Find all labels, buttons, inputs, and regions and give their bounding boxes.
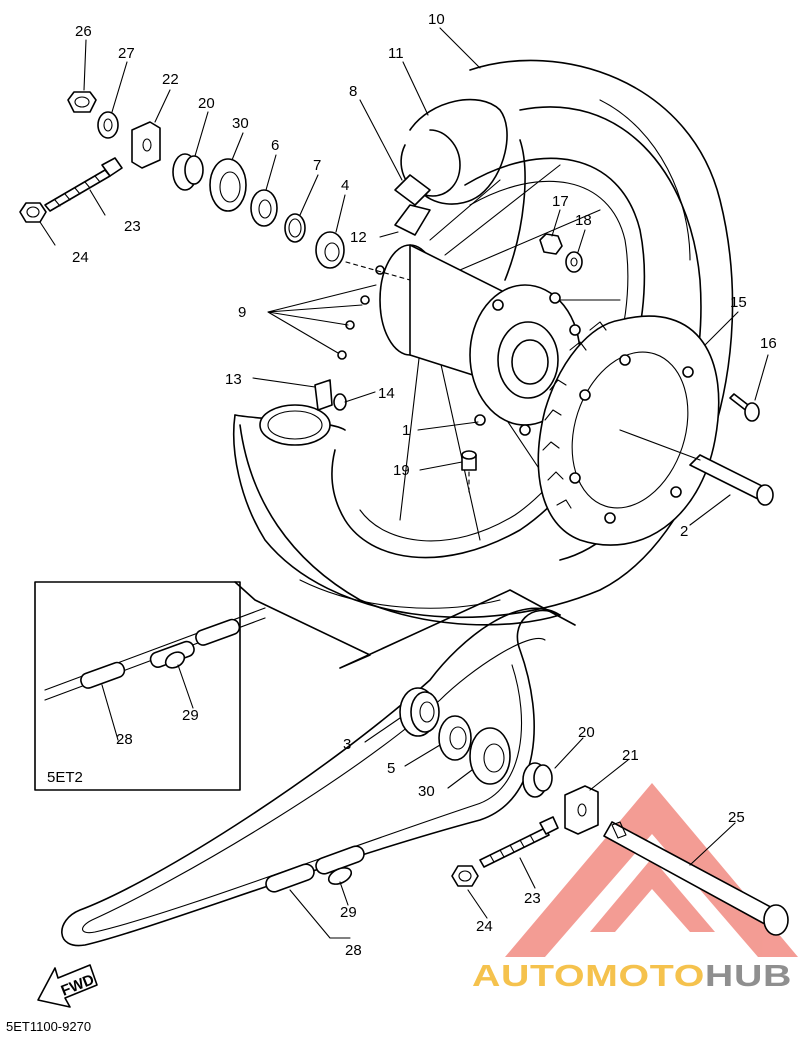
part-label-4: 4 (341, 177, 349, 194)
part-label-24: 24 (72, 249, 89, 266)
watermark-hub: HUB (705, 958, 792, 993)
leader-lines (39, 27, 769, 526)
part-label-14: 14 (378, 385, 395, 402)
inset-chain-link (80, 618, 241, 689)
part-label-29-lower: 29 (340, 904, 357, 921)
part-label-22: 22 (162, 71, 179, 88)
part-label-5: 5 (387, 760, 395, 777)
part-label-23-lower: 23 (524, 890, 541, 907)
part-label-30-lower: 30 (418, 783, 435, 800)
part-label-27: 27 (118, 45, 135, 62)
inset-model-label: 5ET2 (47, 769, 83, 786)
part-label-28-lower: 28 (345, 942, 362, 959)
part-label-18: 18 (575, 212, 592, 229)
part-label-23: 23 (124, 218, 141, 235)
part-label-19: 19 (393, 462, 410, 479)
part-label-20-lower: 20 (578, 724, 595, 741)
diagram-code: 5ET1100-9270 (6, 1019, 91, 1034)
rear-sprocket (537, 315, 720, 546)
part-label-17: 17 (552, 193, 569, 210)
part-label-28-inset: 28 (116, 731, 133, 748)
chain-assembly (34, 581, 576, 947)
watermark-triangle-logo (505, 783, 798, 957)
part-label-16: 16 (760, 335, 777, 352)
part-label-29-inset: 29 (182, 707, 199, 724)
part-label-21: 21 (622, 747, 639, 764)
part-label-9: 9 (238, 304, 246, 321)
forward-direction-arrow: FWD (37, 964, 98, 1008)
watermark-automoto: AUTOMOTO (472, 958, 705, 993)
part-label-1: 1 (402, 422, 410, 439)
part-label-26: 26 (75, 23, 92, 40)
axle-side-parts (364, 687, 789, 936)
part-label-13: 13 (225, 371, 242, 388)
part-label-3: 3 (343, 736, 351, 753)
part-number-labels: 26 27 22 20 30 6 7 4 8 11 10 12 17 18 23… (6, 11, 777, 1034)
part-label-11: 11 (388, 45, 404, 62)
part-label-8: 8 (349, 83, 357, 100)
part-label-7: 7 (313, 157, 321, 174)
left-side-parts (19, 91, 760, 496)
part-label-20: 20 (198, 95, 215, 112)
part-label-15: 15 (730, 294, 747, 311)
wheel-collar (619, 429, 774, 506)
part-label-25: 25 (728, 809, 745, 826)
part-label-10: 10 (428, 11, 445, 28)
main-chain-link (265, 845, 365, 893)
part-label-24-lower: 24 (476, 918, 493, 935)
part-label-2: 2 (680, 523, 688, 540)
part-label-30: 30 (232, 115, 249, 132)
part-label-12: 12 (350, 229, 367, 246)
part-label-6: 6 (271, 137, 279, 154)
